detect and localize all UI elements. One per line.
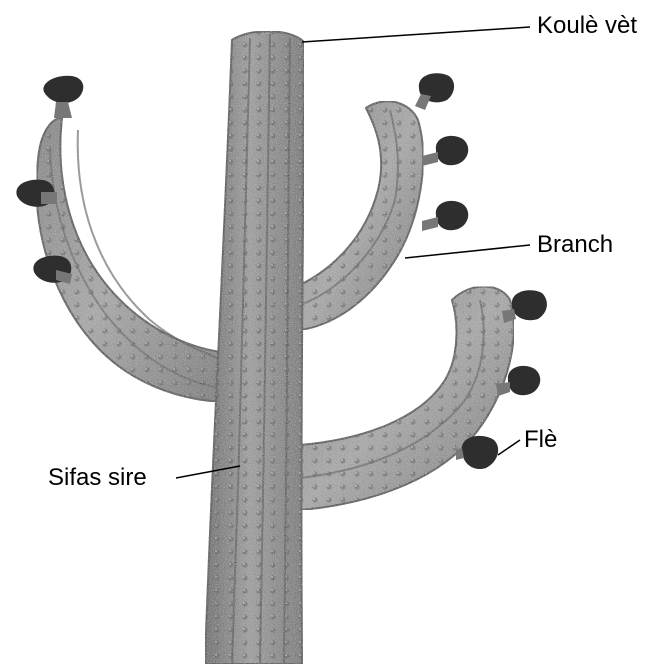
cactus-trunk bbox=[205, 31, 304, 664]
label-sifas-sire: Sifas sire bbox=[48, 466, 147, 490]
label-branch: Branch bbox=[537, 233, 613, 257]
label-koule-vet: Koulè vèt bbox=[537, 14, 637, 38]
label-fle: Flè bbox=[524, 428, 557, 452]
flower-bud bbox=[422, 201, 468, 231]
flower-bud bbox=[33, 256, 72, 284]
flower-bud bbox=[43, 76, 83, 118]
leader-line-flower bbox=[498, 440, 520, 455]
leader-line-top bbox=[302, 27, 530, 42]
flower-bud bbox=[415, 73, 454, 110]
right-upper-branch bbox=[300, 101, 423, 330]
flower-bud bbox=[422, 136, 468, 166]
leader-line-branch bbox=[405, 245, 530, 258]
